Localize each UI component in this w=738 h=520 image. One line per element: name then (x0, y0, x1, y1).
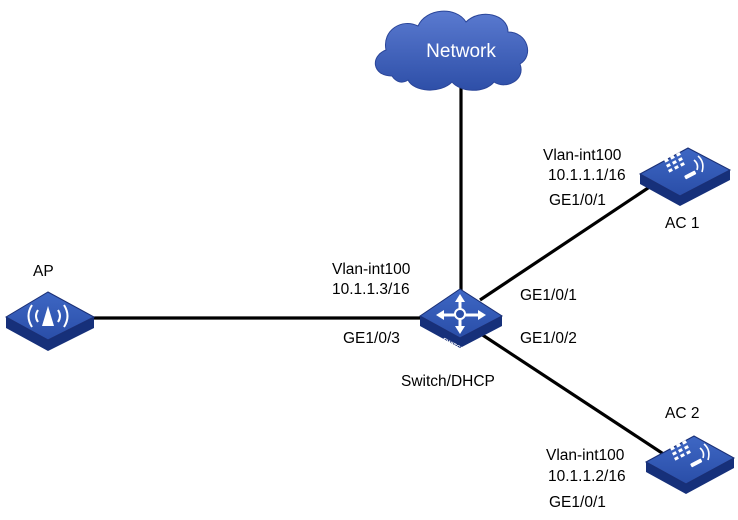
ac2-vlan-label: Vlan-int100 (546, 447, 625, 464)
ac1-name-label: AC 1 (665, 215, 699, 232)
network-label: Network (426, 41, 496, 62)
ac2-name-label: AC 2 (665, 405, 699, 422)
network-cloud-icon: Network (375, 10, 529, 91)
ac2-ip-label: 10.1.1.2/16 (548, 468, 626, 485)
ac1-ip-label: 10.1.1.1/16 (548, 167, 626, 184)
link-switch-ac1 (479, 178, 661, 302)
switch-port-ac2-label: GE1/0/2 (520, 330, 577, 347)
switch-port-ac1-label: GE1/0/1 (520, 287, 577, 304)
ap-label: AP (33, 263, 54, 280)
ac2-port-label: GE1/0/1 (549, 494, 606, 511)
switch-icon: SWITCH (419, 288, 503, 354)
ac1-vlan-label: Vlan-int100 (543, 147, 622, 164)
switch-vlan-label: Vlan-int100 (332, 261, 411, 278)
link-switch-ac2 (477, 330, 666, 457)
ap-icon (4, 291, 96, 351)
ac2-icon (644, 435, 736, 494)
switch-port-ap-label: GE1/0/3 (343, 330, 400, 347)
switch-ip-label: 10.1.1.3/16 (332, 281, 410, 298)
ac1-icon (638, 147, 732, 206)
ac1-port-label: GE1/0/1 (549, 192, 606, 209)
switch-name-label: Switch/DHCP (401, 373, 495, 390)
